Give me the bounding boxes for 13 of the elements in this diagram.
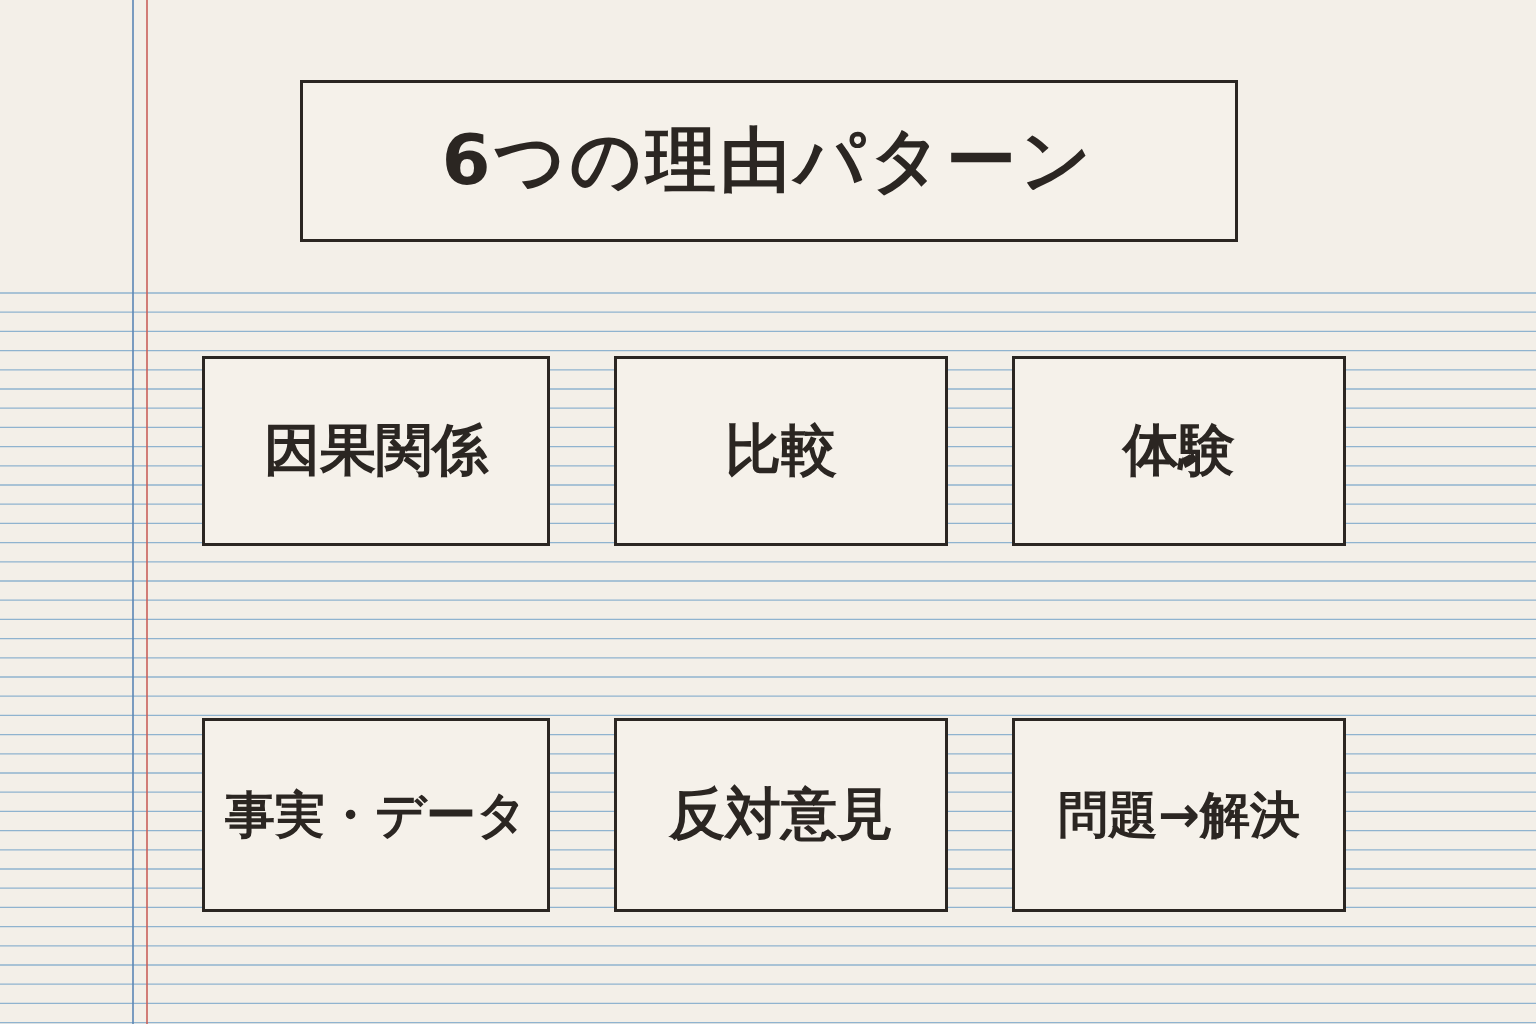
label-box <box>614 718 948 912</box>
box-label: 因果関係 <box>264 416 488 484</box>
label-box <box>614 356 948 546</box>
box-label: 比較 <box>725 416 837 484</box>
box-label: 事実・データ <box>225 784 527 846</box>
title-box: 6つの理由パターン <box>300 80 1238 242</box>
label-box <box>1012 356 1346 546</box>
box-label: 問題→解決 <box>1058 784 1300 846</box>
box-label: 体験 <box>1123 416 1235 484</box>
label-box <box>202 718 550 912</box>
label-box <box>202 356 550 546</box>
label-box <box>1012 718 1346 912</box>
box-label: 反対意見 <box>669 780 893 848</box>
